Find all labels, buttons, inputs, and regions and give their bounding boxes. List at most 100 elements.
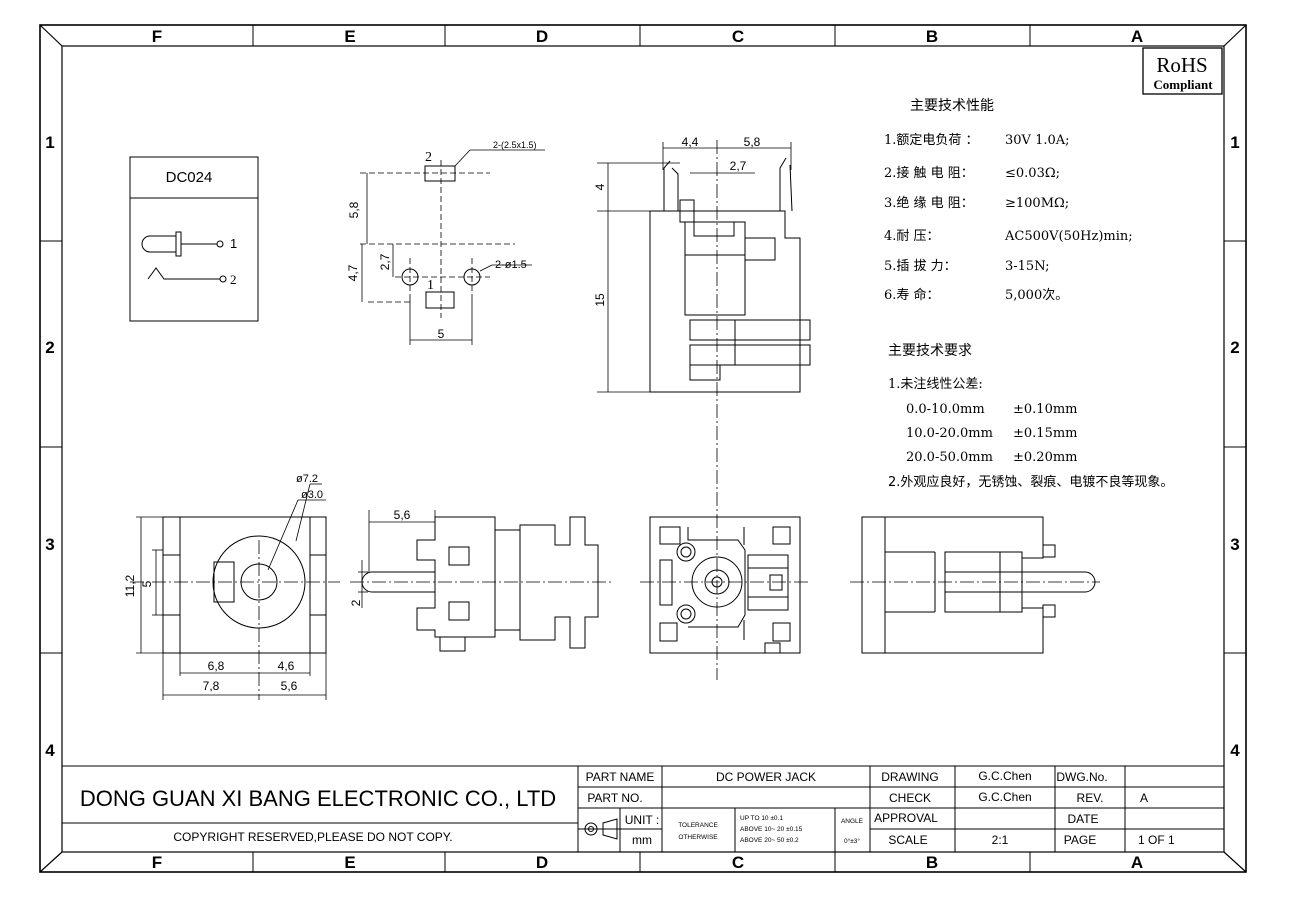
dim-6-8: 6,8 [208, 659, 225, 673]
unit-label: UNIT : [625, 813, 659, 827]
tolerance-label: OTHERWISE [678, 834, 718, 841]
performance-specs: 主要技术性能 1.额定电负荷 ： 30V 1.0A; 2.接 触 电 阻： ≤0… [884, 98, 1133, 303]
page-value: 1 OF 1 [1138, 833, 1175, 847]
date-label: DATE [1067, 812, 1098, 826]
spec-value: 30V 1.0A; [1005, 133, 1070, 148]
tolerance-range: 20.0-50.0mm [906, 450, 993, 465]
schematic-symbol: DC024 1 2 [129, 156, 259, 322]
col-letter-bottom: D [536, 853, 548, 872]
spec-label: 4.耐 压： [884, 229, 940, 244]
dia-inner-callout: ø3.0 [301, 489, 323, 501]
model-number: DC024 [166, 169, 213, 186]
dim-11-2: 11,2 [123, 574, 137, 597]
row-number-right: 4 [1230, 741, 1240, 760]
dim-4-6: 4,6 [278, 659, 295, 673]
row-number-left: 3 [45, 535, 54, 554]
title-block: DONG GUAN XI BANG ELECTRONIC CO., LTD CO… [62, 765, 1224, 852]
right-side-view [850, 516, 1100, 654]
bottom-view [640, 516, 810, 654]
tolerance-row: UP TO 10 ±0.1 [740, 815, 783, 822]
dim-5-8: 5,8 [744, 135, 761, 149]
col-letter-top: B [926, 27, 938, 46]
spec-label: 2.接 触 电 阻： [884, 165, 974, 181]
part-no-label: PART NO. [587, 791, 642, 805]
dim-5-8: 5,8 [347, 201, 361, 218]
col-letter-top: D [536, 27, 548, 46]
dim-4: 4 [593, 183, 607, 190]
column-letters: F E D C B A F E D C B A [152, 27, 1143, 872]
unit-value: mm [632, 833, 652, 847]
front-view: ø7.2 ø3.0 11,2 5 6,8 4,6 7,8 5,6 [123, 473, 340, 700]
angle-label: ANGLE [841, 818, 864, 825]
spec-label: 5.插 拔 力： [884, 259, 957, 274]
dim-4-7: 4,7 [346, 264, 360, 281]
pad-2-number: 2 [425, 150, 432, 165]
pin-2-label: 2 [230, 272, 237, 287]
hole-callout: 2-ø1.5 [495, 259, 527, 271]
row-number-right: 1 [1230, 133, 1239, 152]
dim-7-8: 7,8 [203, 679, 220, 693]
spec-label: 1.额定电负荷 ： [884, 133, 979, 148]
spec-value: AC500V(50Hz)min; [1004, 229, 1133, 244]
approval-label: APPROVAL [874, 811, 938, 825]
pin-1-label: 1 [230, 236, 237, 251]
col-letter-top: A [1131, 27, 1143, 46]
col-letter-bottom: A [1131, 853, 1143, 872]
slot-callout: 2-(2.5x1.5) [493, 140, 537, 150]
col-letter-top: F [152, 27, 162, 46]
specs-title: 主要技术性能 [910, 98, 994, 114]
scale-value: 2:1 [992, 833, 1009, 847]
col-letter-bottom: E [344, 853, 355, 872]
col-letter-bottom: F [152, 853, 162, 872]
pcb-layout: 2 1 2-(2.5x1.5) 2-ø1.5 5,8 2,7 4,7 5 [346, 140, 545, 345]
col-letter-top: C [732, 27, 744, 46]
pad-1-number: 1 [427, 278, 434, 293]
row-number-right: 2 [1230, 338, 1239, 357]
requirements-title: 主要技术要求 [888, 343, 972, 359]
dim-5-6: 5,6 [394, 508, 411, 522]
rev-value: A [1140, 791, 1148, 805]
row-number-left: 2 [45, 338, 54, 357]
part-name-value: DC POWER JACK [716, 770, 816, 784]
tolerance-value: ±0.20mm [1013, 450, 1078, 465]
tolerance-value: ±0.15mm [1013, 426, 1078, 441]
dim-2-7: 2,7 [378, 253, 392, 270]
dim-4-4: 4,4 [682, 135, 699, 149]
drawing-label: DRAWING [881, 770, 939, 784]
row-number-left: 1 [45, 133, 54, 152]
angle-value: 0°±3° [844, 837, 860, 845]
dia-outer-callout: ø7.2 [296, 473, 318, 485]
side-view: 4,4 5,8 2,7 4 15 [593, 135, 811, 680]
check-label: CHECK [889, 791, 931, 805]
rohs-title: RoHS [1156, 53, 1207, 77]
col-letter-top: E [344, 27, 355, 46]
spec-value: 5,000次。 [1005, 287, 1068, 303]
tolerance-row: ABOVE 20~ 50 ±0.2 [740, 837, 799, 844]
tolerance-range: 0.0-10.0mm [906, 402, 985, 417]
check-value: G.C.Chen [978, 790, 1031, 804]
dim-15: 15 [593, 293, 607, 307]
row-number-left: 4 [45, 741, 55, 760]
tolerance-value: ±0.10mm [1013, 402, 1078, 417]
row-numbers: 1 2 3 4 1 2 3 4 [45, 133, 1240, 760]
spec-value: ≥100MΩ; [1005, 196, 1069, 211]
dim-5: 5 [140, 580, 154, 587]
company-name: DONG GUAN XI BANG ELECTRONIC CO., LTD [80, 786, 556, 811]
col-letter-bottom: C [732, 853, 744, 872]
spec-value: 3-15N; [1005, 259, 1050, 274]
top-view: 5,6 2 [349, 508, 612, 652]
scale-label: SCALE [888, 833, 927, 847]
requirement-item: 1.未注线性公差: [888, 377, 983, 392]
dim-2-7: 2,7 [730, 159, 747, 173]
spec-value: ≤0.03Ω; [1005, 166, 1060, 181]
spec-label: 6.寿 命： [884, 287, 940, 303]
dim-2: 2 [349, 599, 363, 606]
dim-5: 5 [438, 327, 445, 341]
spec-label: 3.绝 缘 电 阻： [884, 195, 974, 211]
drawing-value: G.C.Chen [978, 769, 1031, 783]
tolerance-row: ABOVE 10~ 20 ±0.15 [740, 826, 803, 833]
requirement-item: 2.外观应良好，无锈蚀、裂痕、电镀不良等现象。 [888, 474, 1173, 490]
rohs-badge: RoHS Compliant [1142, 47, 1223, 95]
rev-label: REV. [1077, 791, 1104, 805]
